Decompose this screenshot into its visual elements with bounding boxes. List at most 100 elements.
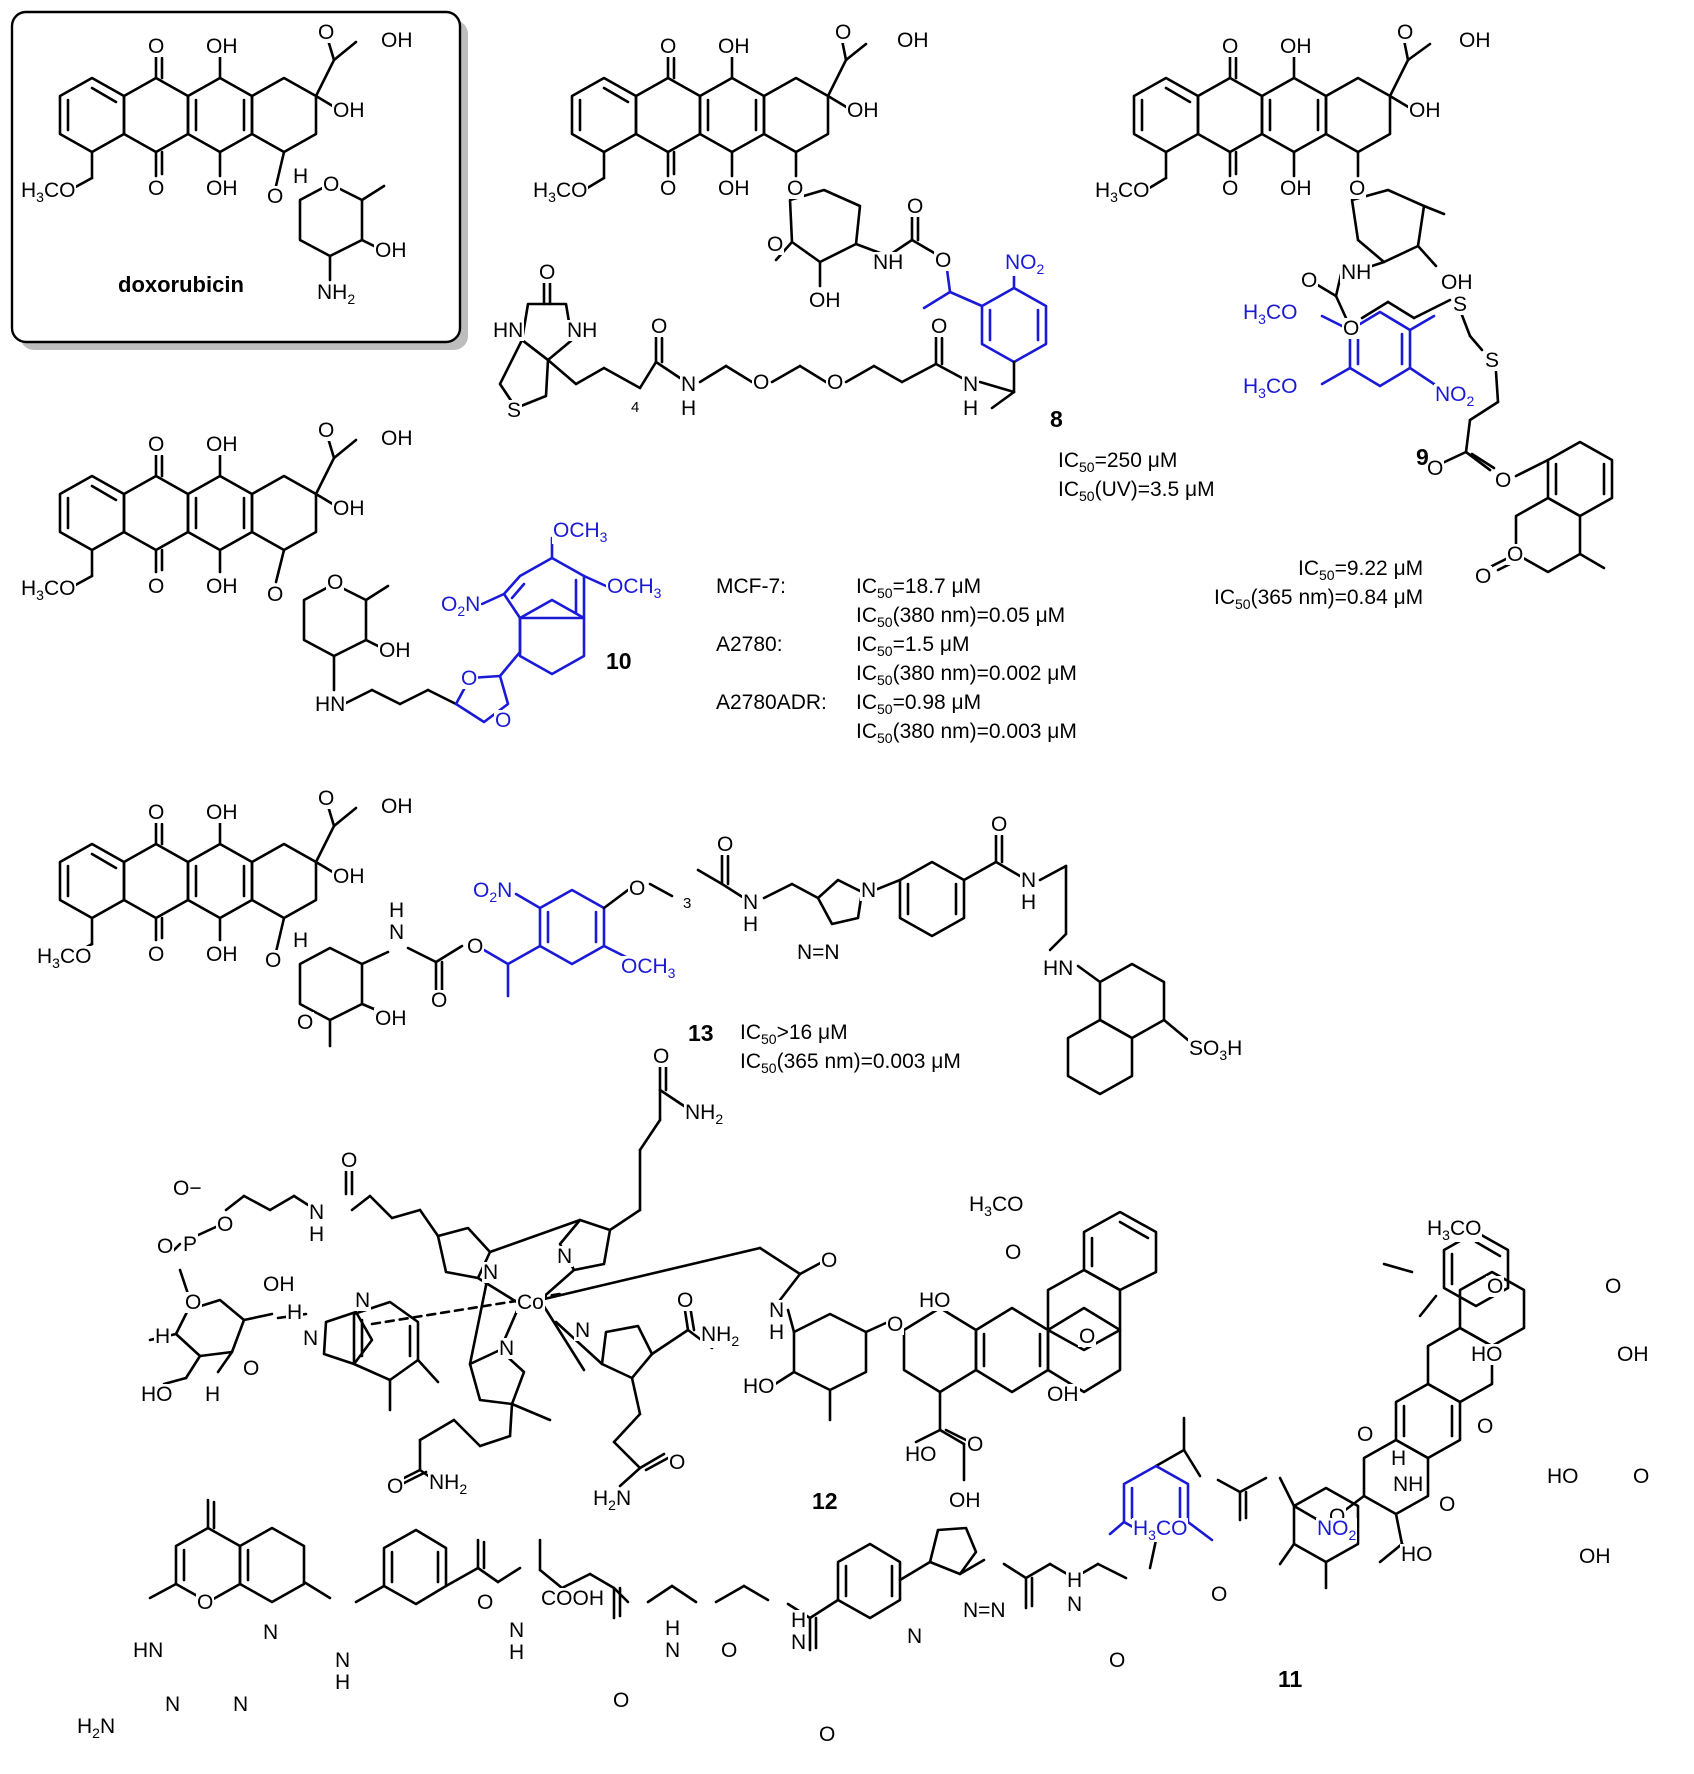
compound-label: 9 bbox=[1416, 444, 1429, 470]
doxorubicin-name: doxorubicin bbox=[118, 272, 244, 297]
atom-label: S bbox=[506, 399, 523, 422]
atom-label: O bbox=[906, 195, 925, 218]
ic50-light: IC50(380 nm)=0.003 μM bbox=[856, 720, 1077, 747]
atom-label: O bbox=[317, 21, 336, 44]
atom-label: O bbox=[766, 233, 785, 256]
atom-label: OH bbox=[205, 177, 239, 200]
atom-label: O bbox=[1426, 457, 1445, 480]
atom-label: O bbox=[650, 315, 669, 338]
atom-label: H2N bbox=[592, 1487, 633, 1514]
atom-label: O bbox=[628, 877, 647, 900]
atom-label: OH bbox=[205, 433, 239, 456]
atom-label: O bbox=[1494, 469, 1513, 492]
atom-label: H bbox=[204, 1383, 222, 1406]
atom-label: H3CO bbox=[36, 945, 93, 972]
atom-label: COOH bbox=[540, 1587, 605, 1610]
atom-label: N bbox=[680, 373, 698, 396]
atom-label: N bbox=[860, 879, 878, 902]
atom-label: NH bbox=[1340, 261, 1373, 284]
ic50-dark: IC50=18.7 μM bbox=[856, 575, 982, 602]
atom-label: O bbox=[242, 1357, 261, 1380]
atom-label: H bbox=[154, 1325, 172, 1348]
compound-12-structure bbox=[148, 1062, 1158, 1492]
atom-label: OH bbox=[846, 99, 880, 122]
atom-label: N bbox=[482, 1261, 500, 1284]
atom-label: NH2 bbox=[428, 1471, 469, 1498]
atom-label: O bbox=[317, 419, 336, 442]
cell-line-name: A2780: bbox=[716, 633, 783, 657]
compound-label: 12 bbox=[812, 1488, 838, 1514]
atom-label: OCH3 bbox=[552, 519, 609, 546]
atom-label: OH bbox=[205, 801, 239, 824]
atom-label: OH bbox=[1578, 1545, 1612, 1568]
atom-label: HO bbox=[1470, 1343, 1504, 1366]
atom-label: O bbox=[1506, 543, 1525, 566]
atom-label: N bbox=[906, 1625, 924, 1648]
atom-label: NH2 bbox=[700, 1323, 741, 1350]
atom-label: O bbox=[1221, 177, 1240, 200]
atom-label: O bbox=[934, 249, 953, 272]
atom-label: N bbox=[498, 1337, 516, 1360]
atom-label: O bbox=[147, 575, 166, 598]
atom-label: O bbox=[1438, 1493, 1457, 1516]
atom-label: O bbox=[820, 1249, 839, 1272]
atom-label: OCH3 bbox=[620, 955, 677, 982]
atom-label: H bbox=[508, 1641, 526, 1664]
atom-label: SO3H bbox=[1188, 1037, 1244, 1064]
atom-label: O bbox=[990, 813, 1009, 836]
atom-label: NO2 bbox=[1316, 1517, 1358, 1544]
atom-label: OH bbox=[374, 1007, 408, 1030]
atom-label: HN bbox=[132, 1639, 165, 1662]
atom-label: H bbox=[388, 899, 406, 922]
atom-label: O bbox=[1210, 1583, 1229, 1606]
atom-label: H2N bbox=[76, 1715, 117, 1742]
cell-line-row: IC50(380 nm)=0.05 μM bbox=[716, 603, 1077, 632]
atom-label: O bbox=[266, 185, 285, 208]
atom-label: O bbox=[476, 1591, 495, 1614]
atom-label: OH bbox=[1279, 35, 1313, 58]
atom-label: Co bbox=[516, 1291, 545, 1314]
atom-label: O bbox=[264, 949, 283, 972]
atom-label: H3CO bbox=[20, 179, 77, 206]
atom-label: O bbox=[1356, 1423, 1375, 1446]
cell-line-name: MCF-7: bbox=[716, 575, 786, 598]
compound-label: 13 bbox=[688, 1020, 714, 1046]
atom-label: O bbox=[930, 315, 949, 338]
atom-label: H bbox=[292, 165, 310, 188]
atom-label: O bbox=[196, 1591, 215, 1614]
atom-label: HN bbox=[492, 319, 525, 342]
atom-label: N bbox=[302, 1327, 320, 1350]
atom-label: S bbox=[1484, 349, 1501, 372]
compound-10-structure bbox=[58, 436, 608, 724]
compound-label: 10 bbox=[606, 648, 632, 674]
ic50-value: IC50(365 nm)=0.003 μM bbox=[740, 1050, 961, 1077]
atom-label: O bbox=[184, 1291, 203, 1314]
atom-label: N bbox=[742, 891, 760, 914]
atom-label: NH bbox=[872, 251, 905, 274]
atom-label: O bbox=[886, 1313, 905, 1336]
atom-label: HO bbox=[742, 1375, 776, 1398]
atom-label: O bbox=[1604, 1275, 1623, 1298]
atom-label: H bbox=[308, 1223, 326, 1246]
atom-label: OH bbox=[380, 795, 414, 818]
atom-label: OH bbox=[1046, 1383, 1080, 1406]
atom-label: OH bbox=[262, 1273, 296, 1296]
atom-label: O bbox=[668, 1451, 687, 1474]
atom-label: O bbox=[1476, 1415, 1495, 1438]
atom-label: OH bbox=[717, 177, 751, 200]
ic50-light: IC50(380 nm)=0.002 μM bbox=[856, 662, 1077, 689]
atom-label: P bbox=[182, 1233, 199, 1256]
atom-label: O bbox=[676, 1289, 695, 1312]
atom-label: N bbox=[232, 1693, 250, 1716]
atom-label: O bbox=[1078, 1325, 1097, 1348]
atom-label: OH bbox=[380, 29, 414, 52]
atom-label: O bbox=[1342, 317, 1361, 340]
ic50-value: IC50=250 μM bbox=[1058, 449, 1178, 476]
atom-label: H bbox=[1020, 891, 1038, 914]
atom-label: H bbox=[680, 397, 698, 420]
atom-label: N bbox=[388, 921, 406, 944]
atom-label: O bbox=[386, 1475, 405, 1498]
cell-line-row: A2780ADR:IC50=0.98 μM bbox=[716, 690, 1077, 719]
atom-label: N bbox=[1020, 869, 1038, 892]
atom-label: O bbox=[147, 943, 166, 966]
